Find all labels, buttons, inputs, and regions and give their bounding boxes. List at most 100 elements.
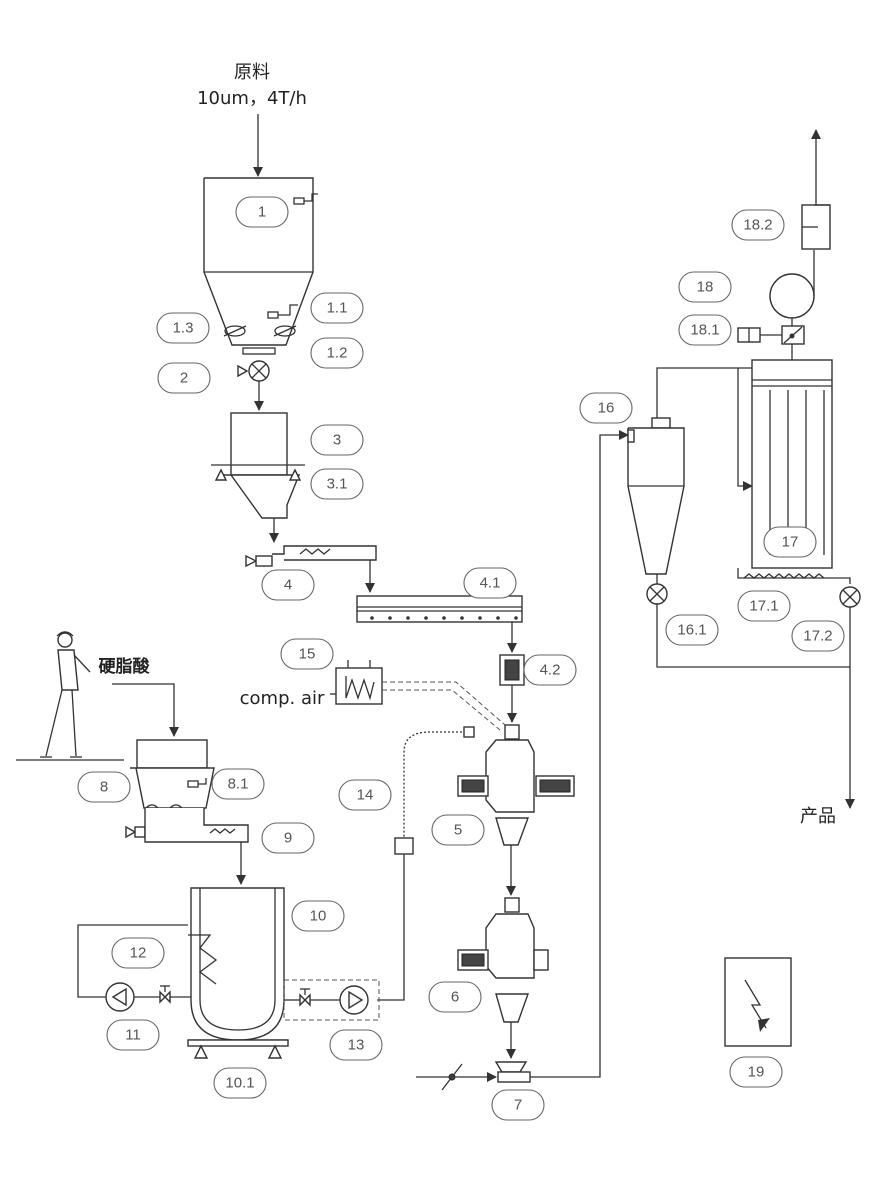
tag-label: 17.2	[803, 628, 832, 645]
equipment-tag-t18_1: 18.1	[678, 314, 732, 346]
equipment-tag-t10_1: 10.1	[213, 1067, 267, 1099]
compressed-air-label: comp. air	[240, 688, 325, 709]
equipment-tag-t11: 11	[106, 1019, 160, 1051]
air-heater	[335, 660, 383, 705]
tag-bubble	[731, 209, 785, 241]
tag-label: 17	[782, 534, 799, 551]
tag-bubble	[310, 424, 364, 456]
melting-tank	[187, 887, 289, 1059]
cyclone-separator	[627, 367, 753, 605]
tag-bubble	[211, 768, 265, 800]
coil-line	[377, 726, 475, 1001]
equipment-tag-t1_2: 1.2	[310, 337, 364, 369]
equipment-tag-t2: 2	[157, 362, 211, 394]
tag-label: 9	[284, 830, 292, 847]
tag-label: 18	[697, 279, 714, 296]
equipment-tag-t1: 1	[235, 196, 289, 228]
tag-bubble	[665, 614, 719, 646]
tag-label: 13	[348, 1037, 365, 1054]
coating-pump	[283, 979, 380, 1021]
tag-bubble	[261, 822, 315, 854]
stearic-acid-label: 硬脂酸	[99, 656, 151, 677]
tag-label: 3.1	[327, 476, 348, 493]
weigh-hopper	[211, 412, 305, 519]
equipment-tag-t10: 10	[291, 900, 345, 932]
venturi-mixer	[416, 430, 629, 1091]
equipment-tag-t16: 16	[579, 392, 633, 424]
tag-bubble	[213, 1067, 267, 1099]
worker-figure-icon	[16, 631, 124, 761]
tag-label: 10.1	[225, 1075, 254, 1092]
equipment-tag-t13: 13	[329, 1029, 383, 1061]
equipment-tag-t8: 8	[77, 771, 131, 803]
tag-bubble	[310, 468, 364, 500]
stearic-acid-hopper	[130, 739, 215, 812]
acid-screw-feeder	[125, 808, 249, 843]
exhaust-fan	[737, 129, 831, 360]
tag-bubble	[235, 196, 289, 228]
rotary-valve	[237, 360, 270, 382]
tag-label: 12	[130, 945, 147, 962]
tag-bubble	[77, 771, 131, 803]
equipment-tag-t17_1: 17.1	[737, 590, 791, 622]
tag-bubble	[106, 1019, 160, 1051]
product-line	[656, 604, 850, 668]
tag-bubble	[791, 620, 845, 652]
tag-bubble	[310, 337, 364, 369]
tag-label: 6	[451, 989, 459, 1006]
equipment-tag-t3: 3	[310, 424, 364, 456]
tag-label: 11	[125, 1027, 141, 1044]
tag-bubble	[491, 1089, 545, 1121]
equipment-tag-t4_1: 4.1	[463, 567, 517, 599]
equipment-tag-t17_2: 17.2	[791, 620, 845, 652]
equipment-tag-t18_2: 18.2	[731, 209, 785, 241]
product-label: 产品	[800, 806, 836, 827]
tag-label: 16	[598, 400, 615, 417]
equipment-tag-t7: 7	[491, 1089, 545, 1121]
metal-detector	[499, 654, 525, 686]
tag-label: 16.1	[677, 622, 706, 639]
equipment-tag-t9: 9	[261, 822, 315, 854]
tag-label: 1	[258, 204, 266, 221]
tag-label: 18.1	[690, 322, 719, 339]
tag-bubble	[523, 654, 577, 686]
heating-loop-pump	[77, 924, 191, 1012]
equipment-tag-t15: 15	[280, 638, 334, 670]
tag-bubble	[111, 937, 165, 969]
tag-bubble	[579, 392, 633, 424]
tag-label: 8	[100, 779, 108, 796]
tag-bubble	[678, 271, 732, 303]
tag-label: 2	[180, 370, 188, 387]
screw-feeder	[245, 545, 377, 568]
tag-bubble	[338, 779, 392, 811]
equipment-tag-t17: 17	[763, 526, 817, 558]
tag-label: 4	[284, 577, 292, 594]
tag-label: 8.1	[228, 776, 249, 793]
equipment-tag-t4: 4	[261, 569, 315, 601]
tag-label: 4.2	[540, 662, 561, 679]
equipment-tag-t14: 14	[338, 779, 392, 811]
tag-bubble	[156, 312, 210, 344]
tag-bubble	[280, 638, 334, 670]
classifier-mill	[457, 897, 549, 1038]
tag-bubble	[763, 526, 817, 558]
tag-bubble	[729, 1056, 783, 1088]
tag-label: 15	[299, 646, 316, 663]
equipment-tag-t4_2: 4.2	[523, 654, 577, 686]
lightning-bolt-icon	[724, 957, 792, 1047]
tag-label: 1.3	[173, 320, 194, 337]
tag-label: 5	[454, 822, 462, 839]
equipment-tag-t3_1: 3.1	[310, 468, 364, 500]
tag-bubble	[431, 814, 485, 846]
raw-material-label: 原料	[234, 62, 270, 83]
tag-bubble	[157, 362, 211, 394]
equipment-tag-t1_3: 1.3	[156, 312, 210, 344]
tag-bubble	[678, 314, 732, 346]
tag-label: 1.2	[327, 345, 348, 362]
equipment-tag-t6: 6	[428, 981, 482, 1013]
tag-label: 10	[310, 908, 327, 925]
tag-label: 3	[333, 432, 341, 449]
equipment-tag-t5: 5	[431, 814, 485, 846]
tag-bubble	[261, 569, 315, 601]
